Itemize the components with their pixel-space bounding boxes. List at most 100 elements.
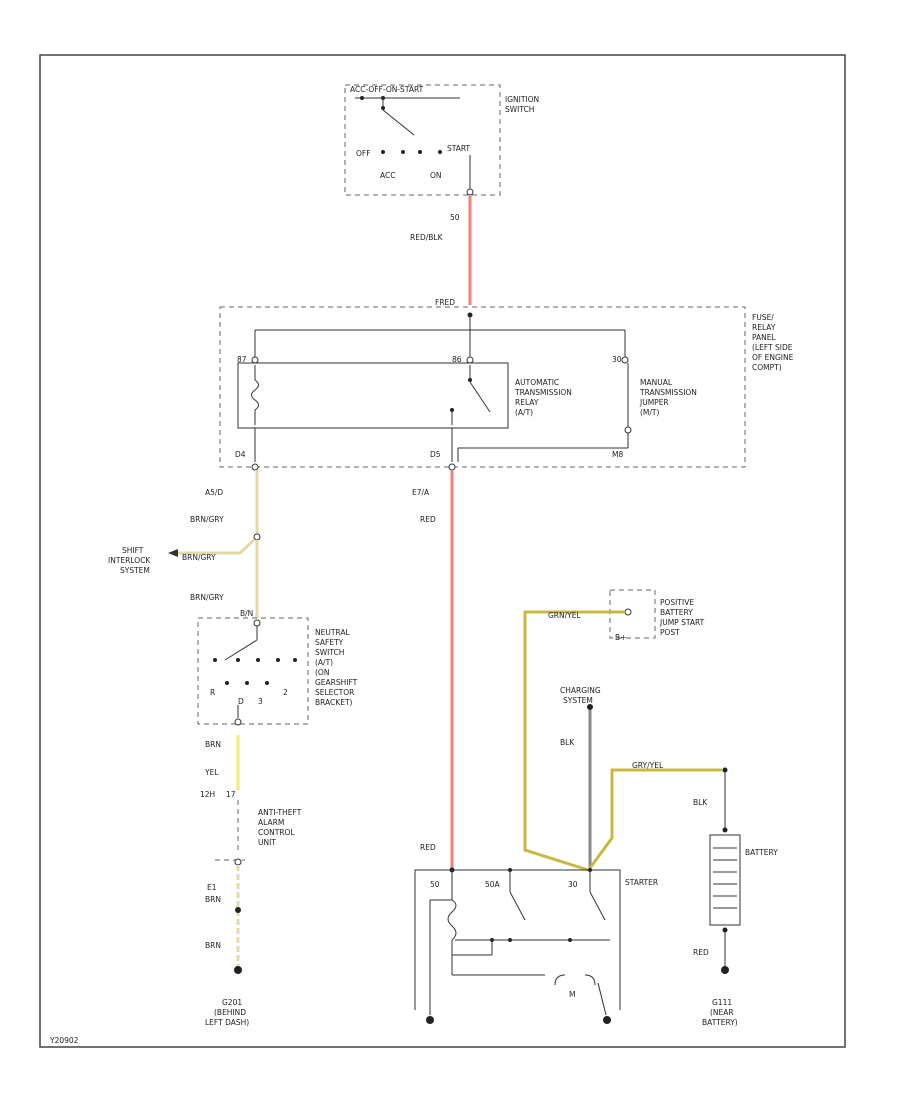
ignition-switch-label-line1: IGNITION [505,95,539,104]
relay-panel-name-3: PANEL [752,333,777,342]
ignition-switch-label-line2: SWITCH [505,105,534,114]
neutral-pos-d: D [238,697,244,706]
relay-pin-87: 87 [237,355,247,364]
charging-label-2: SYSTEM [563,696,593,705]
relay-panel-name-4: (LEFT SIDE [752,343,793,352]
relay-pin-d4: D4 [235,450,246,459]
relay-pin-86: 86 [452,355,462,364]
wire-label-brn: BRN [205,740,221,749]
starter-motor-label: M [569,990,575,999]
anti-theft-control-unit: ANTI-THEFT ALARM CONTROL UNIT [215,800,302,866]
wire-label-brn-2: BRN [205,895,221,904]
antitheft-pin-bottom: E1 [207,883,217,892]
antitheft-name-4: UNIT [258,838,276,847]
wire-label-blk-1: BLK [560,738,575,747]
at-relay-label-3: RELAY [515,398,539,407]
wire-label-red-batt: RED [693,948,709,957]
at-relay-label-4: (A/T) [515,408,533,417]
mt-jumper-label-3: JUMPER [639,398,669,407]
jump-post-name-4: POST [660,628,680,637]
connector-e7a: E7/A [412,488,430,497]
starter-pin-50a: 50A [485,880,501,889]
shift-interlock-3: SYSTEM [120,566,150,575]
wire-label-gry-yel: GRY/YEL [632,761,664,770]
wire-grn-yel [523,610,625,872]
neutral-name-6: GEARSHIFT [315,678,358,687]
jump-start-post: B+ POSITIVE BATTERY JUMP START POST [609,589,705,642]
neutral-pos-r: R [210,688,215,697]
battery: BLK BATTERY RED G111 (NEAR BATTERY) [693,772,778,1027]
ground-left-1: G201 [222,998,242,1007]
relay-pin-d5: D5 [430,450,441,459]
wire-label-red-2: RED [420,843,436,852]
antitheft-pin-top: 12H [200,790,215,799]
wire-label-brn-gry-2: BRN/GRY [190,593,224,602]
wire-label-red-1: RED [420,515,436,524]
antitheft-name-3: CONTROL [258,828,295,837]
relay-pin-m8: M8 [612,450,623,459]
ignition-off-label: OFF [356,149,371,158]
jump-post-name-1: POSITIVE [660,598,694,607]
starter-pin-50: 50 [430,880,440,889]
wire-shift-interlock [175,538,256,555]
wire-label-grn-yel: GRN/YEL [548,611,581,620]
neutral-name-4: (A/T) [315,658,333,667]
wire-label-red-blk: RED/BLK [410,233,444,242]
diagram-border [39,54,846,1048]
ignition-on-label: ON [430,171,442,180]
relay-panel-name-6: COMPT) [752,363,782,372]
fuse-relay-panel: FRED 87 86 AUTOMATIC TRANSMISSION RELAY … [219,298,794,471]
neutral-pin-top: B/N [240,609,253,618]
ground-battery-2: (NEAR [710,1008,734,1017]
charging-label-1: CHARGING [560,686,601,695]
mt-jumper-label-4: (M/T) [640,408,660,417]
ignition-acc-label: ACC [380,171,395,180]
relay-panel-name-1: FUSE/ [752,313,774,322]
jump-post-name-2: BATTERY [660,608,693,617]
starter-pin-30: 30 [568,880,578,889]
neutral-pos-2: 2 [283,688,288,697]
neutral-name-3: SWITCH [315,648,344,657]
ground-left-3: LEFT DASH) [205,1018,249,1027]
wire-label-yel: YEL [204,768,219,777]
at-relay-label-2: TRANSMISSION [514,388,572,397]
neutral-name-8: BRACKET) [315,698,353,707]
starter: STARTER 50 50A 30 M [414,868,658,1024]
ground-battery-3: BATTERY) [702,1018,738,1027]
ignition-start-label: START [447,144,471,153]
ignition-pin-50: 50 [450,213,460,222]
mt-jumper-label-1: MANUAL [640,378,673,387]
wire-label-brn-gry-arrow: BRN/GRY [182,553,216,562]
ignition-switch: ACC-OFF-ON-START OFF START ACC ON IGNITI… [344,84,539,196]
arrow-shift-interlock [168,549,178,557]
relay-panel-name-5: OF ENGINE [752,353,794,362]
battery-label: BATTERY [745,848,778,857]
neutral-name-7: SELECTOR [315,688,354,697]
relay-panel-name-2: RELAY [752,323,776,332]
neutral-pos-3: 3 [258,697,263,706]
starter-label: STARTER [625,878,658,887]
wire-gry-yel [588,768,722,869]
wire-label-blk-2: BLK [693,798,708,807]
at-relay-label-1: AUTOMATIC [515,378,559,387]
relay-pin-30: 30 [612,355,622,364]
neutral-name-5: (ON [315,668,329,677]
antitheft-name-1: ANTI-THEFT [258,808,302,817]
relay-panel-top-label: FRED [435,298,455,307]
mt-jumper-label-2: TRANSMISSION [639,388,697,397]
shift-interlock-1: SHIFT [122,546,144,555]
ground-left-2: (BEHIND [214,1008,246,1017]
ground-battery-1: G111 [712,998,732,1007]
wire-label-brn-3: BRN [205,941,221,950]
antitheft-pin-top-num: 17 [226,790,236,799]
neutral-safety-switch: B/N R D 3 2 NEUTRAL SAFETY SWITCH (A/T) … [197,609,358,726]
jump-post-pin: B+ [615,633,626,642]
neutral-name-2: SAFETY [315,638,344,647]
ignition-positions-label: ACC-OFF-ON-START [350,85,424,94]
shift-interlock-2: INTERLOCK [108,556,151,565]
diagram-id: Y20902 [49,1036,79,1045]
wire-label-brn-gry-1: BRN/GRY [190,515,224,524]
neutral-name-1: NEUTRAL [315,628,350,637]
antitheft-name-2: ALARM [258,818,284,827]
